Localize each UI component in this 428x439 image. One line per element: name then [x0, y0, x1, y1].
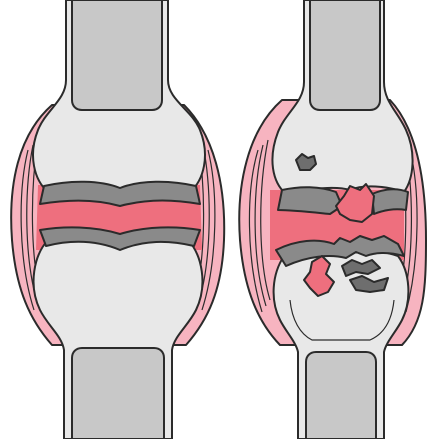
damaged-joint-panel — [239, 0, 426, 439]
lower-marrow-cavity — [72, 348, 164, 439]
eroded-upper-cartilage-right — [372, 189, 408, 214]
damaged-lower-marrow — [306, 352, 376, 439]
damaged-upper-marrow — [310, 0, 380, 110]
upper-marrow-cavity — [72, 0, 162, 110]
healthy-joint-panel — [11, 0, 224, 439]
eroded-upper-cartilage — [278, 187, 342, 214]
upper-bone-lesion — [296, 154, 316, 170]
